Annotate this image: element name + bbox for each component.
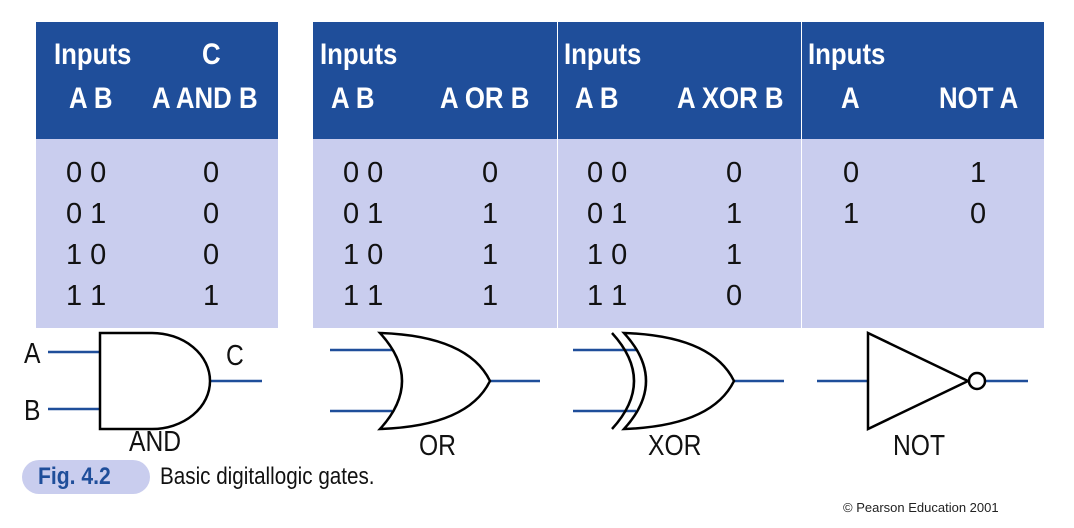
and-gate-label: AND	[129, 426, 182, 458]
figure-caption: Basic digitallogic gates.	[160, 463, 375, 490]
not-inputs-subheading: A	[841, 82, 860, 115]
not-gate-label: NOT	[893, 430, 946, 462]
copyright-notice: © Pearson Education 2001	[843, 500, 999, 515]
input-b-label: B	[24, 395, 41, 427]
and-inputs-subheading: A B	[69, 82, 113, 115]
table-cell: 1 0	[343, 239, 384, 271]
table-cell: 0	[482, 157, 499, 189]
table-cell: 1 0	[66, 239, 107, 271]
xor-gate-icon	[621, 331, 736, 431]
table-cell: 0	[203, 157, 220, 189]
table-cell: 1 1	[343, 280, 384, 312]
table-cell: 0	[970, 198, 987, 230]
figure-number: Fig. 4.2	[38, 463, 111, 490]
table-cell: 0 0	[587, 157, 628, 189]
table-cell: 0 1	[343, 198, 384, 230]
or-inputs-heading: Inputs	[320, 38, 398, 71]
and-output-heading: C	[202, 38, 221, 71]
figure-badge	[22, 460, 150, 494]
table-cell: 1 0	[587, 239, 628, 271]
or-output-subheading: A OR B	[440, 82, 530, 115]
table-cell: 0	[843, 157, 860, 189]
not-inputs-heading: Inputs	[808, 38, 886, 71]
tables-header	[313, 22, 1044, 139]
table-cell: 1	[726, 239, 743, 271]
table-cell: 0 0	[66, 157, 107, 189]
tables-body	[313, 139, 1044, 328]
or-xor-not-truth-tables: Inputs A B A OR B 0 0 0 0 1 1 1 0 1 1 1 …	[313, 22, 1044, 328]
and-inputs-heading: Inputs	[54, 38, 132, 71]
xor-output-subheading: A XOR B	[677, 82, 784, 115]
not-gate-icon	[866, 331, 971, 431]
table-cell: 0	[726, 280, 743, 312]
table-cell: 1	[482, 280, 499, 312]
xor-gate-label: XOR	[648, 430, 702, 462]
xor-input-arc	[611, 332, 636, 430]
not-output-subheading: NOT A	[939, 82, 1019, 115]
table-cell: 1	[482, 239, 499, 271]
input-a-label: A	[24, 338, 41, 370]
not-bubble-icon	[967, 371, 987, 391]
table-cell: 0	[203, 198, 220, 230]
table-cell: 0 1	[587, 198, 628, 230]
table-cell: 1	[970, 157, 987, 189]
or-gate-label: OR	[419, 430, 456, 462]
table-cell: 0 0	[343, 157, 384, 189]
and-output-subheading: A AND B	[152, 82, 258, 115]
or-gate-icon	[377, 331, 492, 431]
table-cell: 1	[726, 198, 743, 230]
table-cell: 0	[203, 239, 220, 271]
table-cell: 0 1	[66, 198, 107, 230]
and-truth-table: Inputs C A B A AND B 0 0 0 0 1 0 1 0 0 1…	[36, 22, 278, 328]
table-cell: 0	[726, 157, 743, 189]
xor-inputs-subheading: A B	[575, 82, 619, 115]
table-cell: 1	[482, 198, 499, 230]
table-cell: 1	[843, 198, 860, 230]
table-cell: 1 1	[587, 280, 628, 312]
and-table-body	[36, 139, 278, 328]
table-divider	[801, 22, 802, 328]
xor-inputs-heading: Inputs	[564, 38, 642, 71]
table-cell: 1	[203, 280, 220, 312]
and-table-header	[36, 22, 278, 139]
table-cell: 1 1	[66, 280, 107, 312]
output-c-label: C	[226, 340, 244, 372]
or-inputs-subheading: A B	[331, 82, 375, 115]
and-gate-icon	[98, 331, 212, 431]
table-divider	[557, 22, 558, 328]
